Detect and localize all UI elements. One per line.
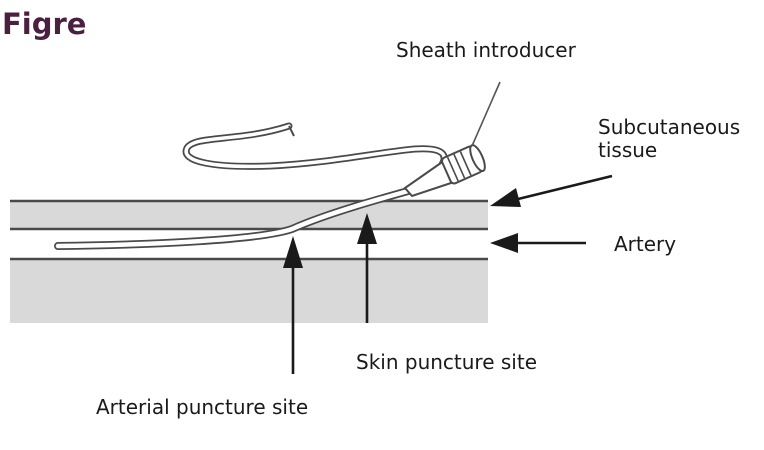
sheath-introducer-device (54, 122, 486, 250)
artery-arrow (490, 233, 586, 253)
arterial-puncture-arrow-head (283, 236, 303, 268)
sheath-introducer-label: Sheath introducer (396, 38, 577, 62)
sheath-tube-fill (55, 178, 447, 249)
figure-heading: Figre (2, 7, 86, 41)
guidewire-end (288, 125, 295, 137)
hub-cap-rib (453, 154, 466, 179)
subcutaneous-tissue-label-line2: tissue (598, 138, 657, 162)
artery-arrow-head (490, 233, 518, 253)
guidewire-loop-fill (184, 124, 446, 169)
arterial-puncture-site-label: Arterial puncture site (96, 395, 308, 419)
guidewire-loop-outline (182, 122, 448, 170)
subcutaneous-tissue-arrow (490, 174, 613, 207)
skin-puncture-arrow (357, 213, 377, 323)
subcutaneous-arrow-head (490, 188, 521, 207)
hub-cap-rib (446, 156, 459, 182)
sheath-hub-cap (441, 144, 486, 185)
lower-tissue-layer (10, 259, 488, 323)
tissue-block (10, 199, 488, 323)
subcutaneous-tissue-layer (10, 201, 488, 229)
skin-puncture-site-label: Skin puncture site (356, 350, 537, 374)
hub-cap-rib (459, 151, 472, 176)
subcutaneous-tissue-label-line1: Subcutaneous (598, 115, 740, 139)
arterial-puncture-arrow (283, 236, 303, 374)
sheath-introducer-leader-line (471, 81, 501, 147)
subcutaneous-arrow-shaft (513, 174, 613, 202)
artery-label: Artery (614, 232, 676, 256)
skin-puncture-arrow-head (357, 213, 377, 244)
